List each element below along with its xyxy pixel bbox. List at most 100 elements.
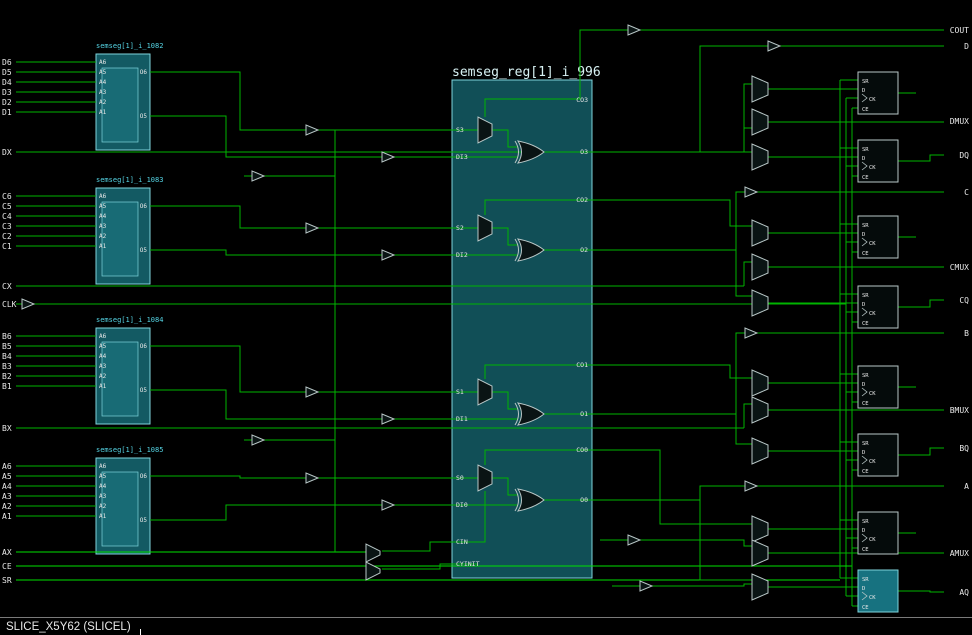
buffer-icon[interactable] xyxy=(305,472,320,484)
pin-b2[interactable]: B2 xyxy=(2,372,12,381)
pin-c3[interactable]: C3 xyxy=(2,222,12,231)
pin-cq[interactable]: CQ xyxy=(959,296,969,305)
pin-dq[interactable]: DQ xyxy=(959,151,969,160)
pin-bmux[interactable]: BMUX xyxy=(950,406,969,415)
buffer-icon[interactable] xyxy=(627,24,642,36)
pin-bq[interactable]: BQ xyxy=(959,444,969,453)
buffer-icon[interactable] xyxy=(381,151,396,163)
pin-a5[interactable]: A5 xyxy=(2,472,12,481)
pin-d4[interactable]: D4 xyxy=(2,78,12,87)
pin-d3[interactable]: D3 xyxy=(2,88,12,97)
mux-shape[interactable] xyxy=(751,437,769,465)
pin-a4[interactable]: A4 xyxy=(2,482,12,491)
mux-shape[interactable] xyxy=(751,108,769,136)
buffer-icon[interactable] xyxy=(744,186,759,198)
pin-d5[interactable]: D5 xyxy=(2,68,12,77)
pin-b[interactable]: B xyxy=(964,329,969,338)
pin-a[interactable]: A xyxy=(964,482,969,491)
pin-d2[interactable]: D2 xyxy=(2,98,12,107)
mux-shape[interactable] xyxy=(751,143,769,171)
buffer-icon[interactable] xyxy=(251,170,266,182)
mux-shape[interactable] xyxy=(751,539,769,567)
mux-shape[interactable] xyxy=(477,116,493,144)
carry-cell-name[interactable]: semseg_reg[1]_i_996 xyxy=(452,65,601,80)
mux-shape[interactable] xyxy=(751,75,769,103)
xor-gate-icon[interactable] xyxy=(516,238,545,262)
pin-b6[interactable]: B6 xyxy=(2,332,12,341)
xor-gate-icon[interactable] xyxy=(516,488,545,512)
pin-a6[interactable]: A6 xyxy=(2,462,12,471)
mux-shape[interactable] xyxy=(477,464,493,492)
buffer-icon[interactable] xyxy=(381,413,396,425)
pin-bx[interactable]: BX xyxy=(2,424,12,433)
ff-block[interactable] xyxy=(857,511,899,555)
xor-gate-icon[interactable] xyxy=(514,140,519,164)
buffer-icon[interactable] xyxy=(767,40,782,52)
pin-ax[interactable]: AX xyxy=(2,548,12,557)
mux-shape[interactable] xyxy=(751,219,769,247)
pin-a1[interactable]: A1 xyxy=(2,512,12,521)
pin-b3[interactable]: B3 xyxy=(2,362,12,371)
pin-d[interactable]: D xyxy=(964,42,969,51)
pin-c2[interactable]: C2 xyxy=(2,232,12,241)
mux-shape[interactable] xyxy=(477,214,493,242)
pin-cout[interactable]: COUT xyxy=(950,26,969,35)
ff-block-selected[interactable] xyxy=(857,569,899,613)
xor-gate-icon[interactable] xyxy=(514,238,519,262)
buffer-icon[interactable] xyxy=(305,124,320,136)
pin-a3[interactable]: A3 xyxy=(2,492,12,501)
mux-shape[interactable] xyxy=(751,369,769,397)
buffer-icon[interactable] xyxy=(744,327,759,339)
lut-cell[interactable] xyxy=(101,67,139,143)
pin-cx[interactable]: CX xyxy=(2,282,12,291)
buffer-icon[interactable] xyxy=(251,434,266,446)
xor-gate-icon[interactable] xyxy=(514,488,519,512)
pin-c1[interactable]: C1 xyxy=(2,242,12,251)
pin-c5[interactable]: C5 xyxy=(2,202,12,211)
buffer-icon[interactable] xyxy=(627,534,642,546)
pin-amux[interactable]: AMUX xyxy=(950,549,969,558)
buffer-icon[interactable] xyxy=(21,298,36,310)
pin-ce[interactable]: CE xyxy=(2,562,12,571)
ff-block[interactable] xyxy=(857,71,899,115)
pin-d1[interactable]: D1 xyxy=(2,108,12,117)
mux-shape[interactable] xyxy=(751,289,769,317)
buffer-icon[interactable] xyxy=(305,386,320,398)
ff-block[interactable] xyxy=(857,285,899,329)
pin-d6[interactable]: D6 xyxy=(2,58,12,67)
buffer-icon[interactable] xyxy=(639,580,654,592)
pin-c6[interactable]: C6 xyxy=(2,192,12,201)
mux-shape[interactable] xyxy=(751,573,769,601)
mux-shape[interactable] xyxy=(751,396,769,424)
xor-gate-icon[interactable] xyxy=(514,402,519,426)
pin-c[interactable]: C xyxy=(964,188,969,197)
pin-a2[interactable]: A2 xyxy=(2,502,12,511)
ff-block[interactable] xyxy=(857,215,899,259)
pin-b1[interactable]: B1 xyxy=(2,382,12,391)
mux-shape[interactable] xyxy=(477,378,493,406)
lut-name[interactable]: semseg[1]_i_1082 xyxy=(96,42,163,50)
lut-cell[interactable] xyxy=(101,201,139,277)
buffer-icon[interactable] xyxy=(305,222,320,234)
schematic-canvas[interactable]: semseg_reg[1]_i_996semseg[1]_i_1082A6A5A… xyxy=(0,0,972,617)
pin-sr[interactable]: SR xyxy=(2,576,12,585)
mux-shape[interactable] xyxy=(751,253,769,281)
lut-cell[interactable] xyxy=(101,471,139,547)
xor-gate-icon[interactable] xyxy=(516,140,545,164)
lut-name[interactable]: semseg[1]_i_1083 xyxy=(96,176,163,184)
buffer-icon[interactable] xyxy=(381,499,396,511)
ff-block[interactable] xyxy=(857,433,899,477)
pin-dx[interactable]: DX xyxy=(2,148,12,157)
lut-name[interactable]: semseg[1]_i_1084 xyxy=(96,316,163,324)
pin-c4[interactable]: C4 xyxy=(2,212,12,221)
pin-clk[interactable]: CLK xyxy=(2,300,17,309)
pin-aq[interactable]: AQ xyxy=(959,588,969,597)
buffer-icon[interactable] xyxy=(381,249,396,261)
mux-shape[interactable] xyxy=(365,543,381,563)
pin-cmux[interactable]: CMUX xyxy=(950,263,969,272)
buffer-icon[interactable] xyxy=(744,480,759,492)
pin-b4[interactable]: B4 xyxy=(2,352,12,361)
ff-block[interactable] xyxy=(857,365,899,409)
lut-cell[interactable] xyxy=(101,341,139,417)
ff-block[interactable] xyxy=(857,139,899,183)
